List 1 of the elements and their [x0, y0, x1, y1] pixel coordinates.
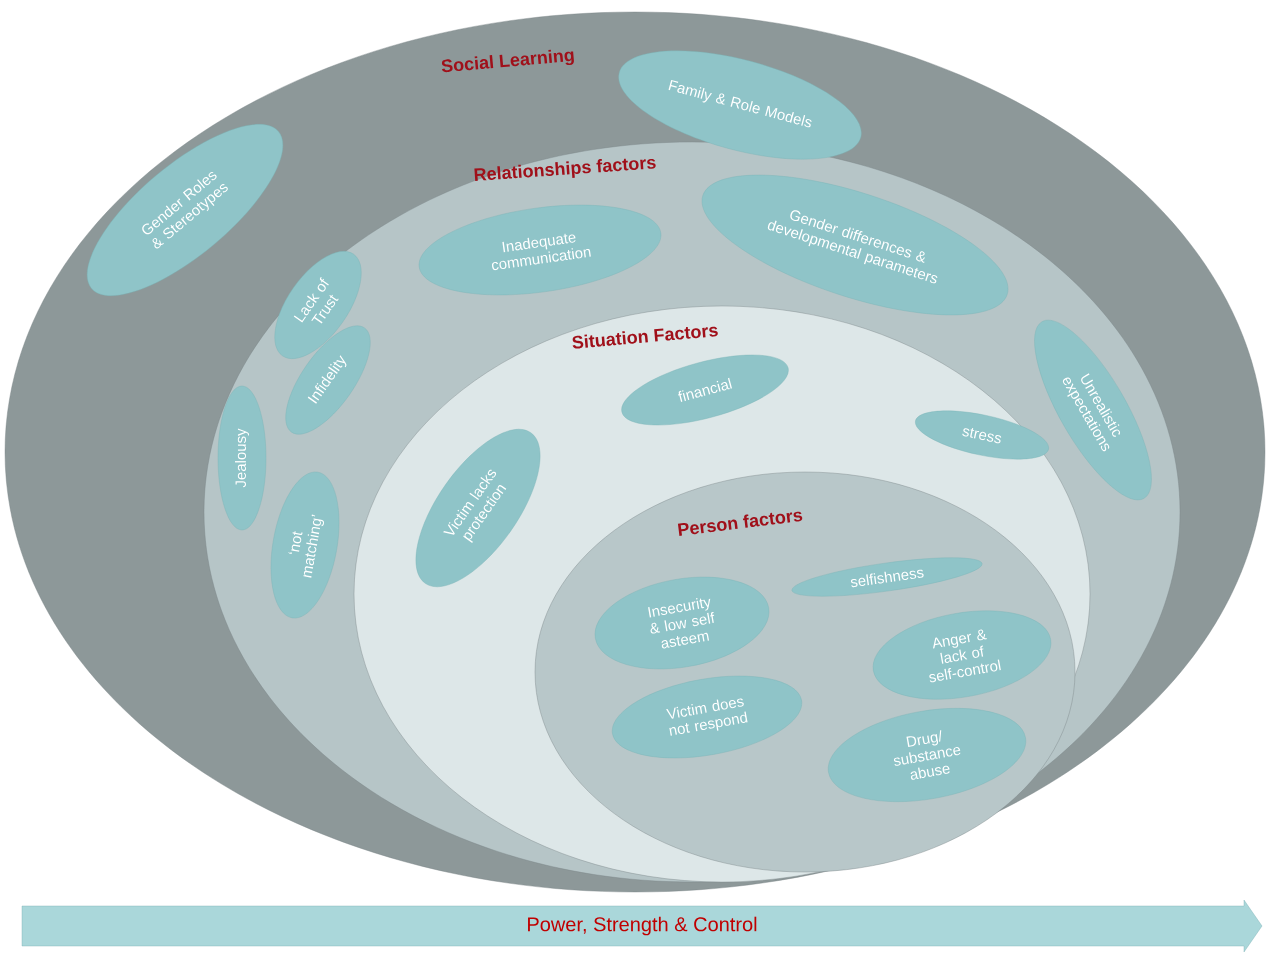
arrow-band: Power, Strength & Control: [21, 899, 1263, 953]
